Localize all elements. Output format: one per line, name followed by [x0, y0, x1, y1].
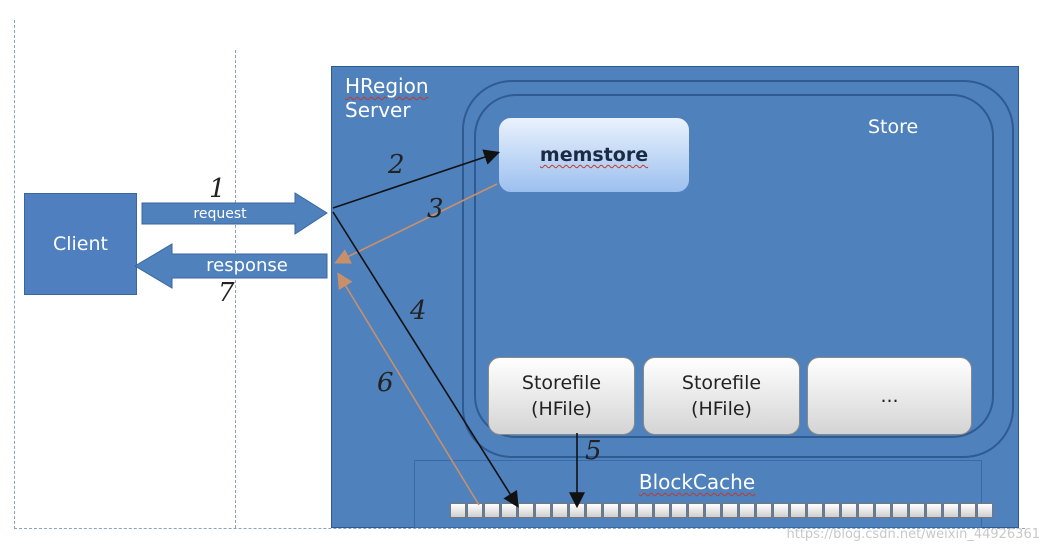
blockcache-cell [450, 503, 466, 518]
blockcache-box [414, 460, 982, 528]
step3-line [334, 183, 498, 264]
blockcache-cell [790, 503, 806, 518]
dashed-divider [235, 50, 236, 528]
blockcache-cell [960, 503, 976, 518]
response-label: response [206, 255, 288, 276]
step-number: 3 [427, 194, 444, 224]
blockcache-cell [875, 503, 891, 518]
hregion-server-title: HRegion Server [345, 74, 429, 122]
blockcache-cell [824, 503, 840, 518]
blockcache-cell [926, 503, 942, 518]
blockcache-cell [552, 503, 568, 518]
blockcache-cell [637, 503, 653, 518]
store-label: Store [868, 116, 919, 138]
memstore-box: memstore [499, 118, 689, 192]
step-number: 6 [377, 368, 394, 398]
blockcache-cell [909, 503, 925, 518]
blockcache-cell [484, 503, 500, 518]
step-number: 1 [209, 174, 226, 204]
store-inner-border [474, 94, 994, 438]
outer-dashed-frame [14, 20, 1025, 529]
blockcache-cell [739, 503, 755, 518]
client-label: Client [52, 233, 108, 255]
blockcache-cell [603, 503, 619, 518]
blockcache-cell [518, 503, 534, 518]
blockcache-label: BlockCache [638, 470, 756, 494]
storefile-box: Storefile (HFile) [643, 357, 800, 435]
blockcache-cell [943, 503, 959, 518]
blockcache-cell [722, 503, 738, 518]
storefile-more-box: ... [807, 357, 972, 435]
blockcache-cell [773, 503, 789, 518]
blockcache-cell [586, 503, 602, 518]
blockcache-cell [654, 503, 670, 518]
response-arrow [134, 243, 328, 289]
blockcache-cell [841, 503, 857, 518]
step6-line [337, 272, 480, 506]
blockcache-cell [467, 503, 483, 518]
request-label: request [193, 206, 247, 222]
step2-line [332, 149, 501, 209]
watermark: https://blog.csdn.net/weixin_44926361 [786, 527, 1040, 542]
memstore-label: memstore [539, 144, 649, 166]
storefile-box: Storefile (HFile) [488, 357, 635, 435]
step-number: 7 [218, 278, 235, 308]
server-title-line1: HRegion [345, 74, 429, 98]
request-arrow [141, 192, 328, 235]
client-box: Client [24, 193, 137, 295]
blockcache-cell [705, 503, 721, 518]
blockcache-cell [535, 503, 551, 518]
server-title-line2: Server [345, 98, 411, 122]
step4-line [332, 211, 519, 508]
blockcache-cell [671, 503, 687, 518]
blockcache-cell [892, 503, 908, 518]
blockcache-cell [977, 503, 993, 518]
blockcache-cell [620, 503, 636, 518]
step-number: 5 [585, 436, 602, 466]
store-outer-border [462, 80, 1014, 458]
blockcache-cell [858, 503, 874, 518]
blockcache-cell [688, 503, 704, 518]
step-number: 2 [388, 150, 405, 180]
blockcache-cell [807, 503, 823, 518]
step-number: 4 [410, 296, 427, 326]
blockcache-cell [756, 503, 772, 518]
blockcache-cells [450, 503, 994, 518]
